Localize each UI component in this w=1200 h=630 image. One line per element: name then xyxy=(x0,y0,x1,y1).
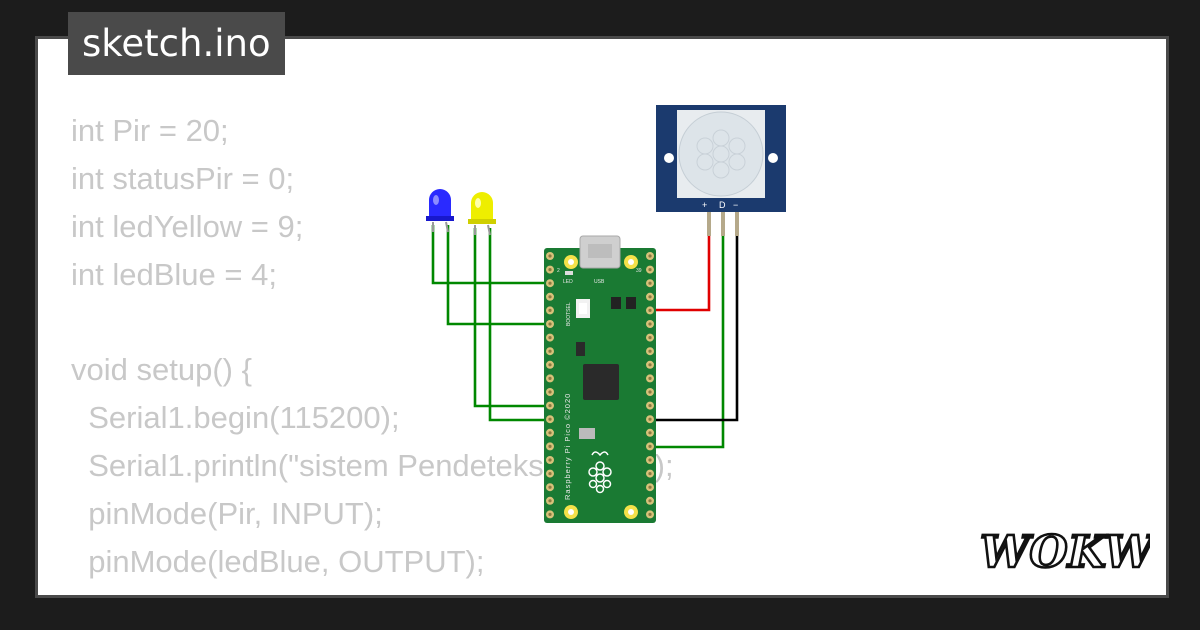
code-line: pinMode(ledYellow, OUTPUT); xyxy=(71,586,674,595)
led-label: LED xyxy=(563,279,573,285)
board-pin-hole xyxy=(648,444,652,448)
board-pin-hole xyxy=(548,281,552,285)
file-tab[interactable]: sketch.ino xyxy=(68,12,285,75)
board-pin-hole xyxy=(548,254,552,258)
board-pin-hole xyxy=(548,431,552,435)
usb-label: USB xyxy=(594,279,605,285)
board-pin-hole xyxy=(648,376,652,380)
pin-label-right: 39 xyxy=(636,268,642,274)
board-pin-hole xyxy=(648,281,652,285)
board-pin-hole xyxy=(548,322,552,326)
board-pin-hole xyxy=(648,512,652,517)
pir-motion-sensor[interactable]: + D − xyxy=(656,105,786,236)
led-yellow[interactable] xyxy=(468,192,496,236)
pir-pin-gnd-label: − xyxy=(733,200,738,210)
bootsel-label: BOOTSEL xyxy=(566,302,572,326)
board-pin-hole xyxy=(548,349,552,353)
board-pin-hole xyxy=(648,431,652,435)
code-line: int ledBlue = 4; xyxy=(71,256,277,292)
led-blue[interactable] xyxy=(426,189,454,233)
wire-yellow-led-cathode xyxy=(488,228,553,422)
board-pin-hole xyxy=(548,376,552,380)
board-pin-hole xyxy=(548,363,552,367)
board-pin-hole xyxy=(648,472,652,476)
board-pin-hole xyxy=(648,295,652,299)
wire-pir-data xyxy=(648,235,725,449)
pir-pin-vcc-label: + xyxy=(702,200,707,210)
board-pin-hole xyxy=(548,485,552,489)
raspberry-pi-pico-board[interactable]: LED USB 2 39 BOOTSEL Raspberry Pi Pico ©… xyxy=(544,235,656,523)
wire-blue-led-cathode xyxy=(446,225,553,326)
mounting-hole xyxy=(664,153,674,163)
board-pin-hole xyxy=(648,417,652,421)
rp2040-chip xyxy=(583,364,619,400)
code-line: int Pir = 20; xyxy=(71,113,229,148)
board-pin-hole xyxy=(648,336,652,340)
wire-pir-vcc xyxy=(648,235,711,312)
board-pin-hole xyxy=(648,322,652,326)
code-line: Serial1.begin(115200); xyxy=(71,400,400,436)
board-pin-hole xyxy=(548,499,552,503)
board-pin-hole xyxy=(548,390,552,394)
board-pin-hole xyxy=(648,485,652,489)
chip-component xyxy=(611,297,621,309)
board-pin-hole xyxy=(648,458,652,462)
board-pin-hole xyxy=(648,363,652,367)
mounting-hole xyxy=(768,153,778,163)
board-pin-hole xyxy=(548,308,552,312)
flash-chip xyxy=(579,428,595,439)
code-line: pinMode(Pir, INPUT); xyxy=(71,496,383,532)
board-pin-hole xyxy=(648,254,652,258)
board-pin-hole xyxy=(548,336,552,340)
code-line: void setup() { xyxy=(71,352,252,388)
board-pin-hole xyxy=(648,268,652,272)
pir-pin-data-label: D xyxy=(719,200,726,210)
code-line: int ledYellow = 9; xyxy=(71,208,304,244)
board-pin-hole xyxy=(648,349,652,353)
code-editor[interactable]: int Pir = 20; int statusPir = 0; int ledYe… xyxy=(71,107,674,595)
pin-label-left: 2 xyxy=(557,268,560,274)
board-pin-hole xyxy=(548,472,552,476)
board-pin-hole xyxy=(548,444,552,448)
board-pins-right xyxy=(646,252,654,519)
board-pins-left xyxy=(546,252,554,519)
wire-pir-gnd xyxy=(648,235,739,422)
code-line: int statusPir = 0; xyxy=(71,160,295,196)
board-pin-hole xyxy=(548,404,552,408)
wire-yellow-led-anode xyxy=(473,228,553,408)
board-pin-hole xyxy=(648,404,652,408)
wire-blue-led-anode xyxy=(431,225,553,285)
board-pin-hole xyxy=(648,390,652,394)
board-pin-hole xyxy=(548,417,552,421)
raspberry-logo-icon xyxy=(588,451,612,494)
fresnel-lens-icon xyxy=(696,129,746,179)
board-name-label: Raspberry Pi Pico ©2020 xyxy=(563,393,572,500)
board-pin-hole xyxy=(548,458,552,462)
chip-component xyxy=(576,342,585,356)
code-line: pinMode(ledBlue, OUTPUT); xyxy=(71,544,485,580)
board-pin-hole xyxy=(648,499,652,503)
board-pin-hole xyxy=(548,295,552,299)
wokwi-logo: WOKWi xyxy=(979,527,1150,577)
wires xyxy=(431,225,739,449)
chip-component xyxy=(626,297,636,309)
onboard-led xyxy=(565,271,573,275)
wokwi-logo-text: WOKWi xyxy=(980,527,1150,577)
board-pin-hole xyxy=(548,268,552,272)
board-pin-hole xyxy=(548,512,552,517)
board-pin-hole xyxy=(648,308,652,312)
